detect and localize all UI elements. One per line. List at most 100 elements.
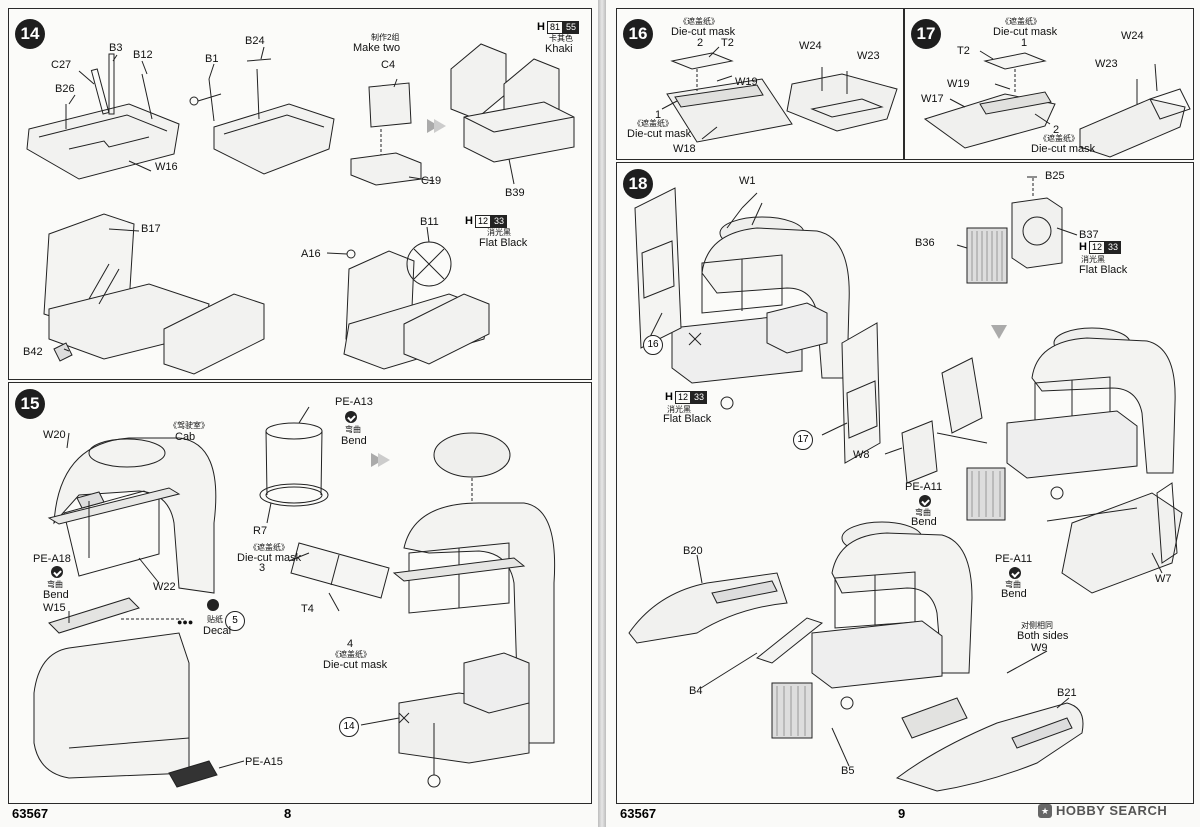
decal-icon [207,599,219,611]
part-label: B17 [141,223,161,235]
part-label: W24 [799,40,822,52]
part-label: B3 [109,42,123,54]
mask-label: Die-cut mask [993,26,1058,38]
part-label: B5 [841,765,855,777]
part-label: B36 [915,237,935,249]
step-15-panel: 15 《驾驶室》 Cab W20 PE-A18 弯曲 Bend W22 W15 … [8,382,592,804]
paint-black-cn: 消光黑 [1081,255,1105,264]
step-17-panel: 17 《遮盖纸》 Die-cut mask 1 T2 W19 W17 2 《遮盖… [904,8,1194,160]
bend-icon [345,411,357,423]
both-sides-label: Both sides [1017,630,1069,642]
decal-marks: ●●● [177,617,194,627]
step-17-drawing [923,50,1191,158]
paint-brand: H [465,215,473,227]
left-page: 14 C27 B3 B12 B26 W16 B1 B24 B17 B42 A16… [0,0,598,827]
paint-black-cn: 消光黑 [667,405,691,414]
part-label: T4 [301,603,314,615]
mask-number: 1 [1021,37,1028,49]
part-label: W15 [43,602,66,614]
step-16-panel: 16 《遮盖纸》 Die-cut mask 2 T2 W19 1 《遮盖纸》 D… [616,8,904,160]
paint-khaki-name: Khaki [545,43,573,55]
mask-cn: 《遮盖纸》 [633,119,673,128]
bend-cn: 弯曲 [345,425,361,434]
mask-cn: 《遮盖纸》 [249,543,289,552]
hobby-search-logo-icon: ★ [1038,804,1052,818]
part-label: B39 [505,187,525,199]
part-label: W17 [921,93,944,105]
paint-khaki-cn: 卡其色 [549,34,573,43]
bend-label: Bend [1001,588,1027,600]
step-ref: 17 [793,430,813,450]
mask-cn: 《遮盖纸》 [1039,134,1079,143]
part-label: W9 [1031,642,1048,654]
paint-black-name: Flat Black [479,237,528,249]
paint-number: 12 [674,391,691,404]
bend-icon [1009,567,1021,579]
part-label: T2 [721,37,734,49]
page-number: 8 [284,806,292,821]
bend-icon [919,495,931,507]
part-label: PE-A11 [995,553,1033,565]
catalog-code: 63567 [620,806,657,821]
step-15-drawing [33,406,556,788]
part-label: C27 [51,59,72,71]
part-label: R7 [253,525,268,537]
part-label: W22 [153,581,176,593]
part-label: W19 [947,78,970,90]
bend-cn: 弯曲 [47,580,63,589]
part-label: PE-A18 [33,553,71,565]
step-16-drawing [661,46,898,143]
part-label: W23 [1095,58,1118,70]
decal-label: Decal [203,625,232,637]
part-label: PE-A11 [905,481,943,493]
mask-label: Die-cut mask [627,128,692,140]
part-label: W20 [43,429,66,441]
paint-khaki: H 81 55 [537,21,579,34]
mask-label: Die-cut mask [671,26,736,38]
part-label: B4 [689,685,703,697]
paint-black-name: Flat Black [663,413,712,425]
step-14-badge: 14 [15,19,45,49]
mask-cn: 《遮盖纸》 [679,17,719,26]
step-15-badge: 15 [15,389,45,419]
decal-ref: 5 [225,611,245,631]
catalog-code: 63567 [12,806,49,821]
paint-number: 12 [1088,241,1105,254]
bend-cn: 弯曲 [1005,580,1021,589]
part-label: B11 [420,216,439,228]
part-label: B24 [245,35,265,47]
book-spine [598,0,606,827]
step-16-badge: 16 [623,19,653,49]
mask-label: Die-cut mask [1031,143,1096,155]
paint-brand: H [665,391,673,403]
mask-cn: 《遮盖纸》 [331,650,371,659]
paint-code: 33 [690,391,707,404]
paint-flat-black: H 12 33 [1079,241,1121,254]
step-18-drawing [628,176,1183,792]
part-label: W18 [673,143,696,155]
bend-label: Bend [341,435,367,447]
make-two-label: Make two [353,42,401,54]
mask-number: 3 [259,562,266,574]
part-label: PE-A15 [245,756,283,768]
part-label: B12 [133,49,153,61]
step-14-panel: 14 C27 B3 B12 B26 W16 B1 B24 B17 B42 A16… [8,8,592,380]
part-label: C4 [381,59,396,71]
paint-black-name: Flat Black [1079,264,1128,276]
part-label: T2 [957,45,970,57]
part-label: B25 [1045,170,1065,182]
paint-brand: H [537,21,545,33]
step-ref: 16 [643,335,663,355]
watermark: HOBBY SEARCH [1056,803,1168,818]
mask-number: 4 [347,638,354,650]
paint-code: 33 [1104,241,1121,254]
part-label: C19 [421,175,442,187]
part-label: W23 [857,50,880,62]
paint-number: 81 [546,21,563,34]
step-ref: 14 [339,717,359,737]
bend-label: Bend [43,589,69,601]
paint-code: 33 [490,215,507,228]
step-14-drawing [26,43,575,375]
part-label: W8 [853,449,870,461]
paint-flat-black: H 12 33 [665,391,707,404]
